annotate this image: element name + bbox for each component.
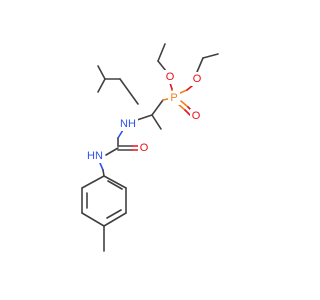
atom-labels-group: O O P O NH HN O	[85, 70, 203, 163]
bonds-group	[81, 43, 219, 252]
ring-inner-bond-2	[106, 209, 122, 219]
bond-ch2-to-quaternary-c	[119, 78, 139, 105]
label-mask-o-left	[164, 70, 176, 84]
oxygen-phosphoryl-label: O	[192, 110, 201, 122]
bond-quaternary-c-to-nh	[136, 114, 153, 121]
label-mask-hn-lower	[85, 149, 105, 163]
bond-hn-to-aryl	[102, 169, 105, 177]
bond-carbonyl-c-to-hn	[105, 147, 119, 156]
ring-bond-3	[103, 212, 127, 227]
label-mask-o-carbonyl	[138, 141, 150, 155]
bond-o-double-1-lower	[184, 109, 191, 116]
ring-bond-6	[81, 175, 105, 189]
bond-quaternary-c-to-methyl	[151, 114, 162, 130]
label-mask-o-phosphoryl	[190, 109, 202, 123]
bond-o-right-to-ch2	[196, 57, 204, 73]
bond-quaternary-c-to-p	[151, 99, 164, 116]
bond-o-left-to-ch2	[157, 60, 167, 72]
molecule-diagram: O O P O NH HN O	[81, 43, 219, 252]
structure-canvas: O O P O NH HN O	[81, 43, 219, 252]
label-mask-o-right	[191, 72, 203, 86]
oxygen-carbonyl-label: O	[140, 142, 149, 154]
bond-p-to-o-double-2	[180, 100, 189, 108]
ring-bond-4	[81, 212, 105, 227]
nitrogen-lower-label: HN	[87, 150, 103, 162]
ring-inner-bond-1	[107, 180, 123, 190]
label-mask-p	[168, 91, 180, 105]
bond-hn-to-aryl-n	[99, 162, 104, 171]
ring-bond-1	[103, 175, 127, 189]
bond-o-right-lower	[186, 85, 193, 91]
bond-p-side	[162, 98, 169, 101]
phosphorus-label: P	[170, 92, 177, 104]
bond-ch2-left-to-ch3	[157, 43, 166, 62]
bond-p-to-o-right	[179, 89, 188, 94]
bond-methyl-a-to-ch	[97, 65, 106, 80]
bond-nh-to-carbonyl-c-n	[117, 129, 124, 139]
oxygen-ethoxy-left-label: O	[166, 71, 175, 83]
bond-methyl-b-to-ch	[97, 78, 106, 93]
bond-ch2-right-to-ch3	[202, 53, 219, 59]
oxygen-ethoxy-right-label: O	[193, 73, 202, 85]
label-mask-nh-upper	[118, 117, 138, 131]
nitrogen-upper-label: NH	[120, 118, 136, 130]
